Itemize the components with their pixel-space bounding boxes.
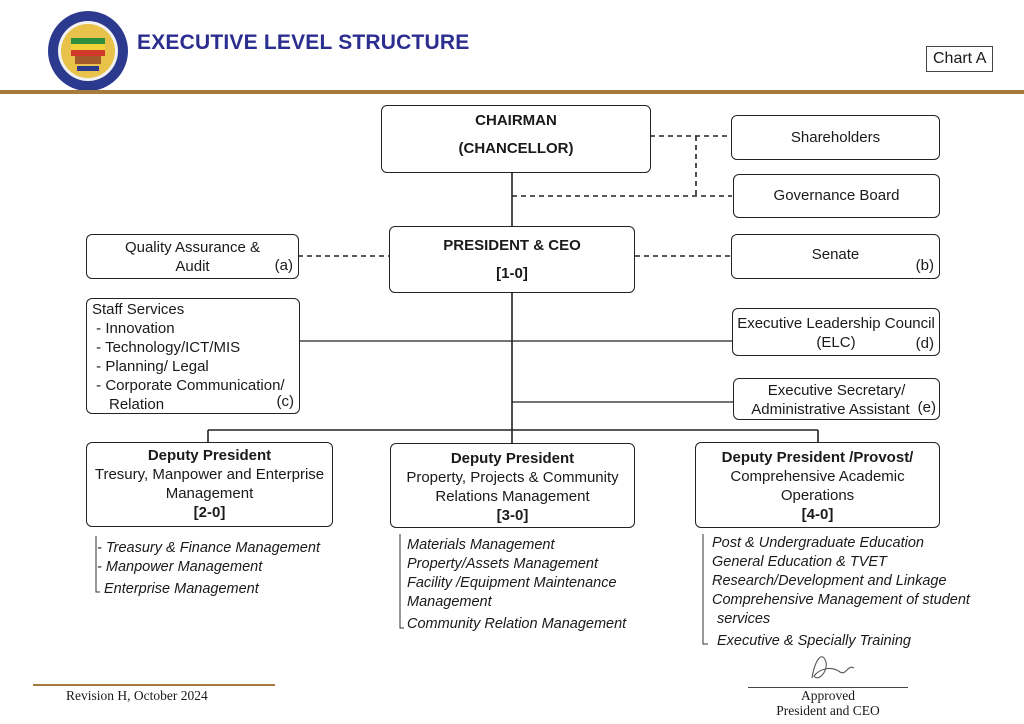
deputy-line1: Comprehensive Academic xyxy=(730,468,905,485)
deputy-3-list: Post & Undergraduate Education General E… xyxy=(712,534,970,651)
list-item: Materials Management xyxy=(407,537,555,553)
deputy-box-2: Deputy President Property, Projects & Co… xyxy=(390,443,635,528)
staff-item: - Innovation xyxy=(92,320,175,337)
deputy-code: [4-0] xyxy=(801,506,834,523)
chairman-subtitle: (CHANCELLOR) xyxy=(458,140,574,157)
senate-box: Senate (b) xyxy=(731,234,940,279)
list-item: services xyxy=(717,611,771,627)
list-item: Comprehensive Management of student xyxy=(712,592,970,608)
quality-tag: (a) xyxy=(274,257,293,274)
staff-services-box: Staff Services - Innovation - Technology… xyxy=(86,298,300,414)
deputy-line1: Tresury, Manpower and Enterprise xyxy=(94,466,325,483)
list-item: Facility /Equipment Maintenance xyxy=(407,575,617,591)
president-box: PRESIDENT & CEO [1-0] xyxy=(389,226,635,293)
list-item: Property/Assets Management xyxy=(407,556,599,572)
staff-services-title: Staff Services xyxy=(92,301,185,318)
deputy-line2: Relations Management xyxy=(435,488,590,505)
list-item: Enterprise Management xyxy=(104,581,259,597)
deputy-title: Deputy President /Provost/ xyxy=(721,449,914,466)
list-item: Management xyxy=(407,594,492,610)
staff-item-cont: Relation xyxy=(109,396,165,413)
approval-label: Approved xyxy=(801,688,855,703)
page-title: EXECUTIVE LEVEL STRUCTURE xyxy=(137,31,470,54)
chairman-title: CHAIRMAN xyxy=(475,112,557,129)
deputy-box-1: Deputy President Tresury, Manpower and E… xyxy=(86,442,333,527)
list-item: - Manpower Management xyxy=(97,559,263,575)
approver-title: President and CEO xyxy=(776,703,880,718)
secretary-box: Executive Secretary/ Administrative Assi… xyxy=(733,378,940,420)
secretary-tag: (e) xyxy=(917,399,936,416)
deputy-1-list: - Treasury & Finance Management - Manpow… xyxy=(97,539,320,599)
president-title: PRESIDENT & CEO xyxy=(443,237,581,254)
quality-line1: Quality Assurance & xyxy=(124,239,261,256)
deputy-2-list: Materials Management Property/Assets Man… xyxy=(407,536,626,634)
deputy-code: [3-0] xyxy=(496,507,529,524)
chart-tag: Chart A xyxy=(926,46,994,72)
shareholders-label: Shareholders xyxy=(790,129,881,146)
deputy-title: Deputy President xyxy=(147,447,272,464)
deputy-line2: Management xyxy=(165,485,254,502)
deputy-line2: Operations xyxy=(780,487,855,504)
shareholders-box: Shareholders xyxy=(731,115,940,160)
approval-line xyxy=(748,687,908,688)
elc-tag: (d) xyxy=(915,335,934,352)
list-item: Community Relation Management xyxy=(407,616,627,632)
deputy-title: Deputy President xyxy=(450,450,575,467)
staff-item: - Planning/ Legal xyxy=(92,358,209,375)
elc-line2: (ELC) xyxy=(816,334,856,351)
deputy-box-3: Deputy President /Provost/ Comprehensive… xyxy=(695,442,940,528)
revision-note: Revision H, October 2024 xyxy=(66,688,208,703)
elc-box: Executive Leadership Council (ELC) (d) xyxy=(732,308,940,356)
senate-label: Senate xyxy=(811,246,860,263)
deputy-line1: Property, Projects & Community xyxy=(406,469,619,486)
elc-line1: Executive Leadership Council xyxy=(737,315,935,332)
list-item: Post & Undergraduate Education xyxy=(712,535,924,551)
footer-rule xyxy=(33,684,275,686)
university-logo xyxy=(47,10,129,92)
secretary-line2: Administrative Assistant xyxy=(751,401,910,418)
senate-tag: (b) xyxy=(915,257,934,274)
staff-item: - Technology/ICT/MIS xyxy=(92,339,241,356)
quality-line2: Audit xyxy=(175,258,210,275)
quality-assurance-box: Quality Assurance & Audit (a) xyxy=(86,234,299,279)
president-code: [1-0] xyxy=(496,265,528,282)
list-item: Executive & Specially Training xyxy=(717,633,911,649)
list-item: - Treasury & Finance Management xyxy=(97,540,320,556)
list-item: Research/Development and Linkage xyxy=(712,573,947,589)
chairman-box: CHAIRMAN (CHANCELLOR) xyxy=(381,105,651,173)
header-rule xyxy=(0,90,1024,94)
governance-board-box: Governance Board xyxy=(733,174,940,218)
list-item: General Education & TVET xyxy=(712,554,887,570)
staff-tag: (c) xyxy=(276,393,295,410)
governance-board-label: Governance Board xyxy=(773,187,900,204)
secretary-line1: Executive Secretary/ xyxy=(767,382,906,399)
staff-item: - Corporate Communication/ xyxy=(92,377,285,394)
logo-emblem-icon xyxy=(48,11,128,91)
deputy-code: [2-0] xyxy=(193,504,226,521)
